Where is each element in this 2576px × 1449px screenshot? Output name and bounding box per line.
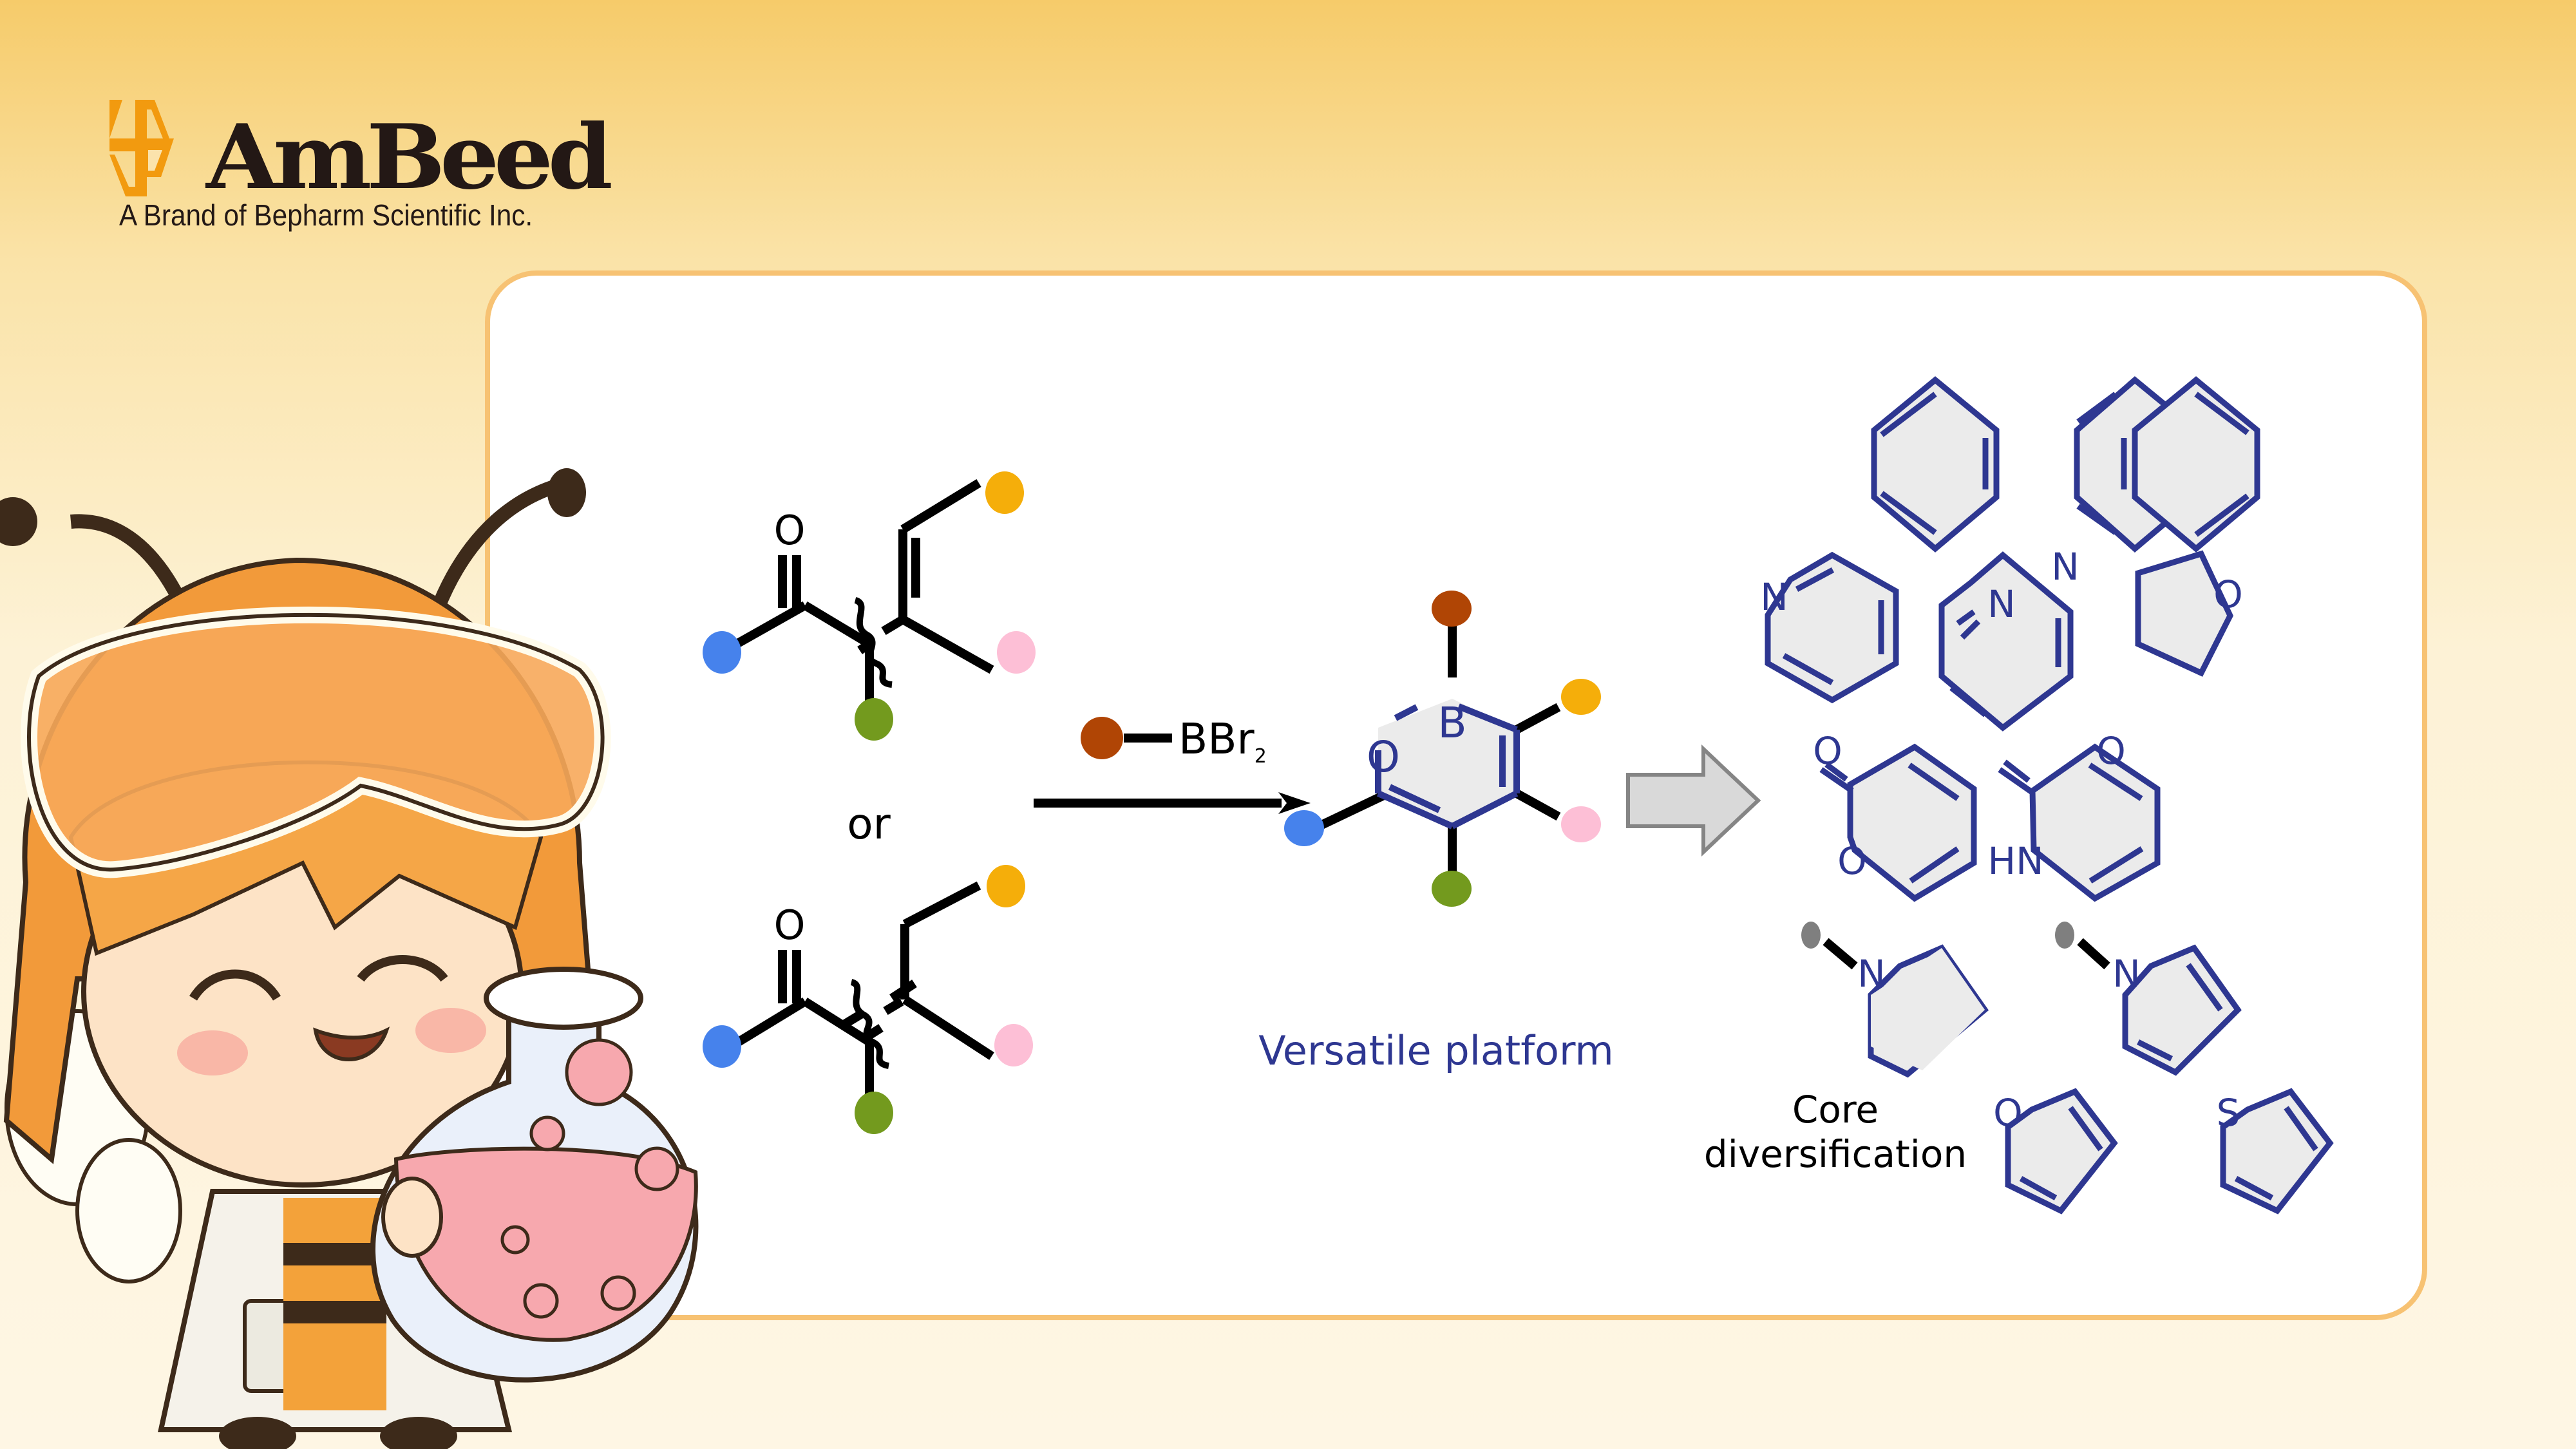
core-rings bbox=[1765, 376, 2334, 1215]
pyrrolidine-n: N bbox=[1857, 952, 1885, 996]
core-2-pyranone bbox=[1819, 743, 1977, 902]
pyranone-carbonyl-o: O bbox=[1813, 729, 1842, 773]
thiophene-s: S bbox=[2217, 1091, 2240, 1135]
reactant-2 bbox=[728, 881, 994, 1098]
reagent-label: BBr2 bbox=[1179, 714, 1267, 768]
substituent-brown-reagent bbox=[1081, 717, 1123, 759]
core-thiophene bbox=[2220, 1088, 2334, 1215]
carbonyl-o-1: O bbox=[774, 507, 806, 554]
ambeed-logo-icon bbox=[109, 100, 174, 196]
furan-o: O bbox=[1993, 1091, 2023, 1135]
wing-right-icon bbox=[75, 1138, 182, 1283]
arrow-head-icon bbox=[1278, 792, 1311, 814]
substituent-green-1 bbox=[855, 698, 893, 741]
antenna-left-icon bbox=[0, 497, 37, 546]
core-benzene bbox=[1871, 376, 2000, 553]
thf-o: O bbox=[2213, 573, 2243, 616]
core-2-pyridone bbox=[1998, 743, 2161, 902]
core-furan bbox=[2005, 1088, 2118, 1215]
substituents bbox=[703, 471, 2074, 1134]
core-pyrrolidine bbox=[1868, 944, 1989, 1078]
bee-scientist-mascot bbox=[0, 468, 699, 1449]
pyranone-ring-o: O bbox=[1837, 839, 1867, 883]
or-separator: or bbox=[847, 799, 891, 849]
substituent-pink-product bbox=[1561, 806, 1601, 842]
pyridazine-n2: N bbox=[2051, 545, 2079, 589]
product-atom-b: B bbox=[1437, 698, 1466, 748]
product-atom-o: O bbox=[1367, 732, 1400, 782]
core-naphthalene bbox=[2074, 376, 2260, 553]
core-thf bbox=[2135, 550, 2234, 677]
diversification-caption-1: Core bbox=[1792, 1088, 1879, 1132]
substituent-gray-2 bbox=[2055, 922, 2074, 949]
brand-logo: AmBeed A Brand of Bepharm Scientific Inc… bbox=[90, 74, 618, 242]
product-ring bbox=[1375, 699, 1520, 829]
carbonyl-o-2: O bbox=[774, 902, 806, 949]
substituent-green-2 bbox=[855, 1092, 893, 1134]
pyridone-carbonyl-o: O bbox=[2096, 729, 2126, 773]
core-pyridine bbox=[1765, 551, 1899, 704]
pyrrole-n: N bbox=[2112, 952, 2140, 996]
diversification-caption-2: diversification bbox=[1704, 1132, 1967, 1176]
substituent-blue-1 bbox=[703, 631, 741, 674]
reactant-1 bbox=[728, 479, 994, 702]
substituent-gray-1 bbox=[1801, 922, 1821, 949]
eye-left-icon bbox=[189, 969, 281, 1001]
substituent-blue-product bbox=[1284, 810, 1324, 846]
substituent-brown-product bbox=[1432, 591, 1472, 627]
substituent-pink-1 bbox=[997, 631, 1036, 674]
substituent-yellow-product bbox=[1561, 679, 1601, 715]
antenna-right-icon bbox=[547, 468, 586, 517]
transform-arrow-icon bbox=[1626, 744, 1761, 857]
substituent-pink-2 bbox=[994, 1024, 1033, 1066]
pyridine-n: N bbox=[1760, 575, 1788, 619]
brand-tagline: A Brand of Bepharm Scientific Inc. bbox=[119, 198, 533, 232]
substituent-yellow-2 bbox=[987, 865, 1025, 907]
substituent-blue-2 bbox=[703, 1025, 741, 1068]
pyridazine-n1: N bbox=[1987, 582, 2015, 626]
core-pyrrole bbox=[2122, 944, 2242, 1076]
substituent-green-product bbox=[1432, 871, 1472, 907]
pyridone-nh: HN bbox=[1988, 839, 2044, 883]
mouth-icon bbox=[313, 1027, 390, 1061]
eye-right-icon bbox=[357, 955, 448, 982]
substituent-yellow-1 bbox=[985, 471, 1024, 514]
flask-icon bbox=[370, 967, 699, 1383]
product-caption: Versatile platform bbox=[1258, 1027, 1614, 1074]
core-pyridazine bbox=[1938, 551, 2074, 732]
brand-name: AmBeed bbox=[206, 104, 613, 209]
